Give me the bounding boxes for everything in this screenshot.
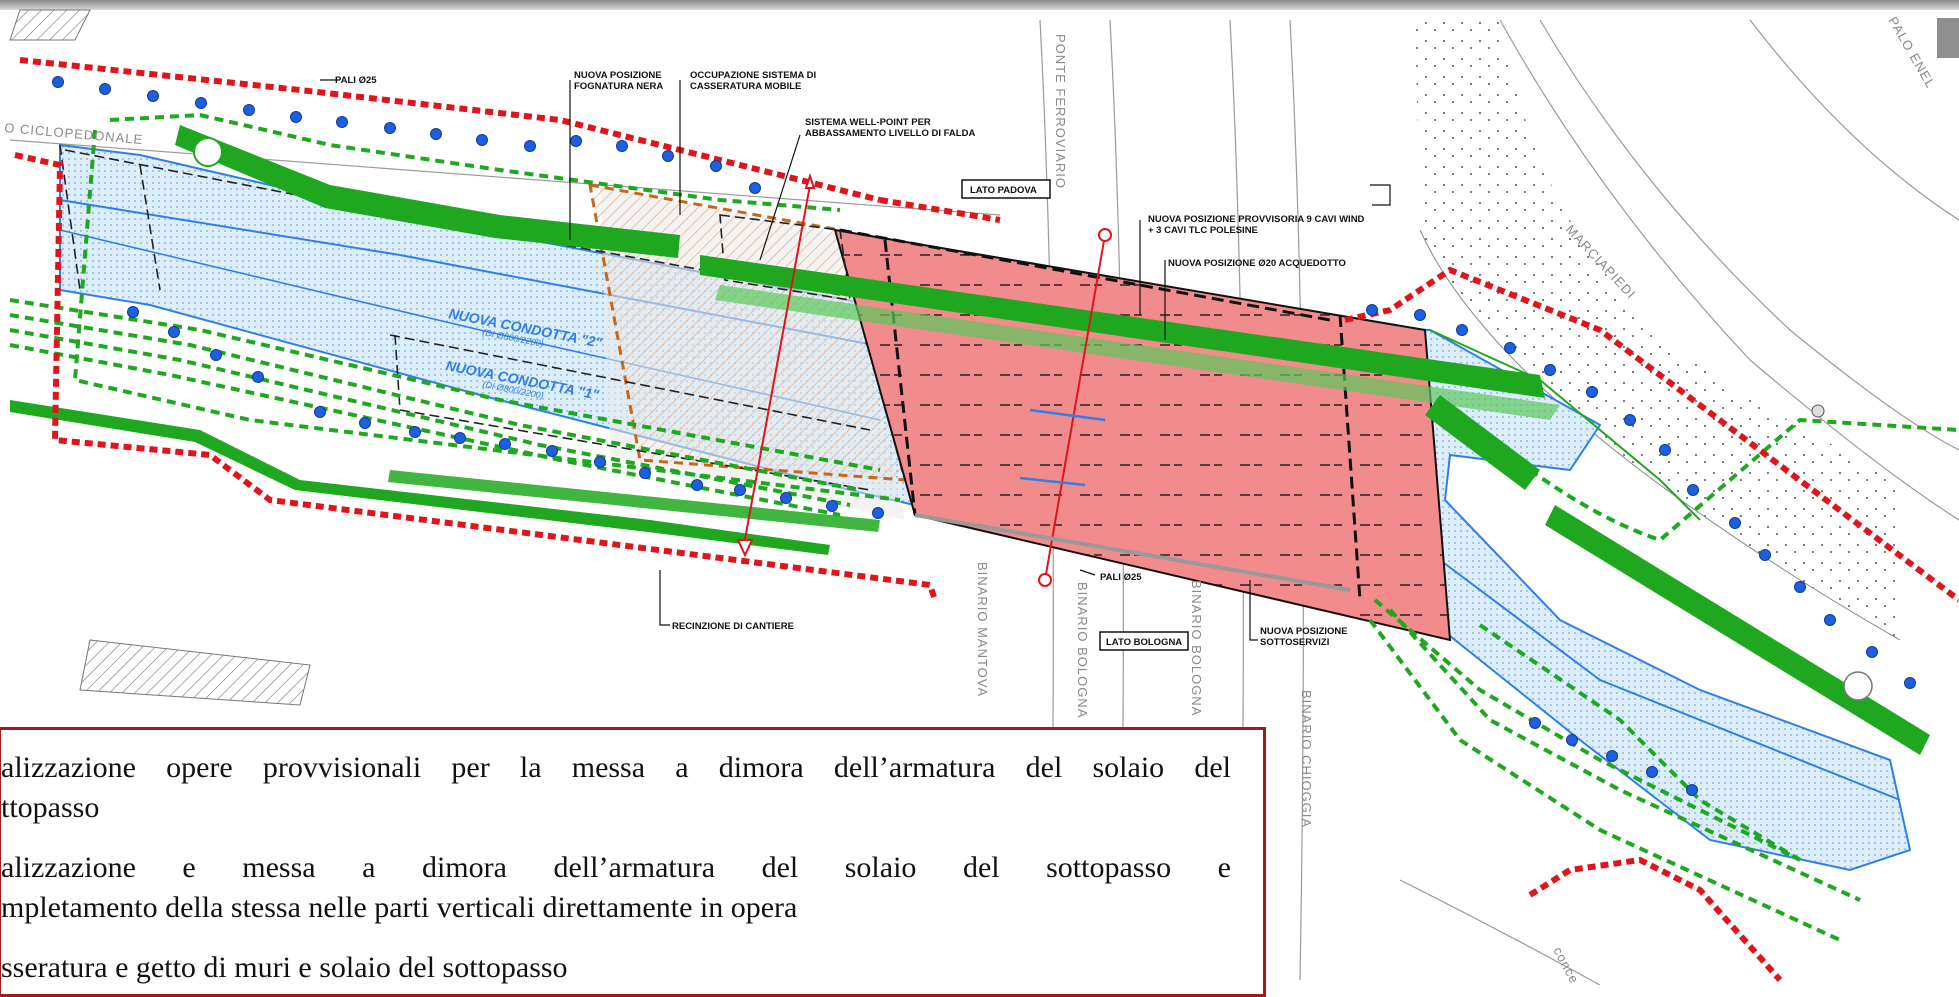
label-binario-chioggia: BINARIO CHIOGGIA <box>1299 690 1314 828</box>
casseratura-area <box>588 183 907 482</box>
corner-tab <box>1937 18 1959 58</box>
label-binario-mantova: BINARIO MANTOVA <box>975 562 990 697</box>
label-ciclopedonale: O CICLOPEDONALE <box>4 120 144 147</box>
piles-blue <box>52 76 1916 796</box>
label-lato-padova: LATO PADOVA <box>970 185 1037 196</box>
note-line-2: ttopasso <box>1 791 100 824</box>
label-binario-bologna-2: BINARIO BOLOGNA <box>1189 580 1204 716</box>
label-ponte: PONTE FERROVIARIO <box>1053 34 1068 189</box>
note-line-4: mpletamento della stessa nelle parti ver… <box>1 891 798 924</box>
label-pali-bottom: PALI Ø25 <box>1100 572 1142 583</box>
note-line-5: sseratura e getto di muri e solaio del s… <box>1 951 568 984</box>
label-pali-top: PALI Ø25 <box>335 75 377 86</box>
label-binario-bologna-1: BINARIO BOLOGNA <box>1075 582 1090 718</box>
note-line-1: alizzazione opere provvisionali per la m… <box>1 751 1231 784</box>
label-lato-bologna: LATO BOLOGNA <box>1106 637 1182 648</box>
green-strips <box>10 125 1930 755</box>
label-corner: PALO ENEL <box>1885 14 1938 91</box>
svg-text:NUOVA POSIZIONE PROVVISORIA 9: NUOVA POSIZIONE PROVVISORIA 9 CAVI WIND+… <box>1148 214 1365 236</box>
label-acquedotto: NUOVA POSIZIONE Ø20 ACQUEDOTTO <box>1168 258 1346 269</box>
sidewalk-area <box>1415 15 1900 640</box>
hatched-block-top <box>9 9 91 41</box>
wellpoint-line <box>736 172 1112 587</box>
note-line-3: alizzazione e messa a dimora dell’armatu… <box>1 851 1231 884</box>
label-concessione: conce <box>1550 944 1582 985</box>
label-recinzione: RECINZIONE DI CANTIERE <box>672 621 794 632</box>
hatched-block-bottom <box>79 639 311 706</box>
notes-box: alizzazione opere provvisionali per la m… <box>0 727 1266 997</box>
top-window-bar <box>0 0 1959 10</box>
